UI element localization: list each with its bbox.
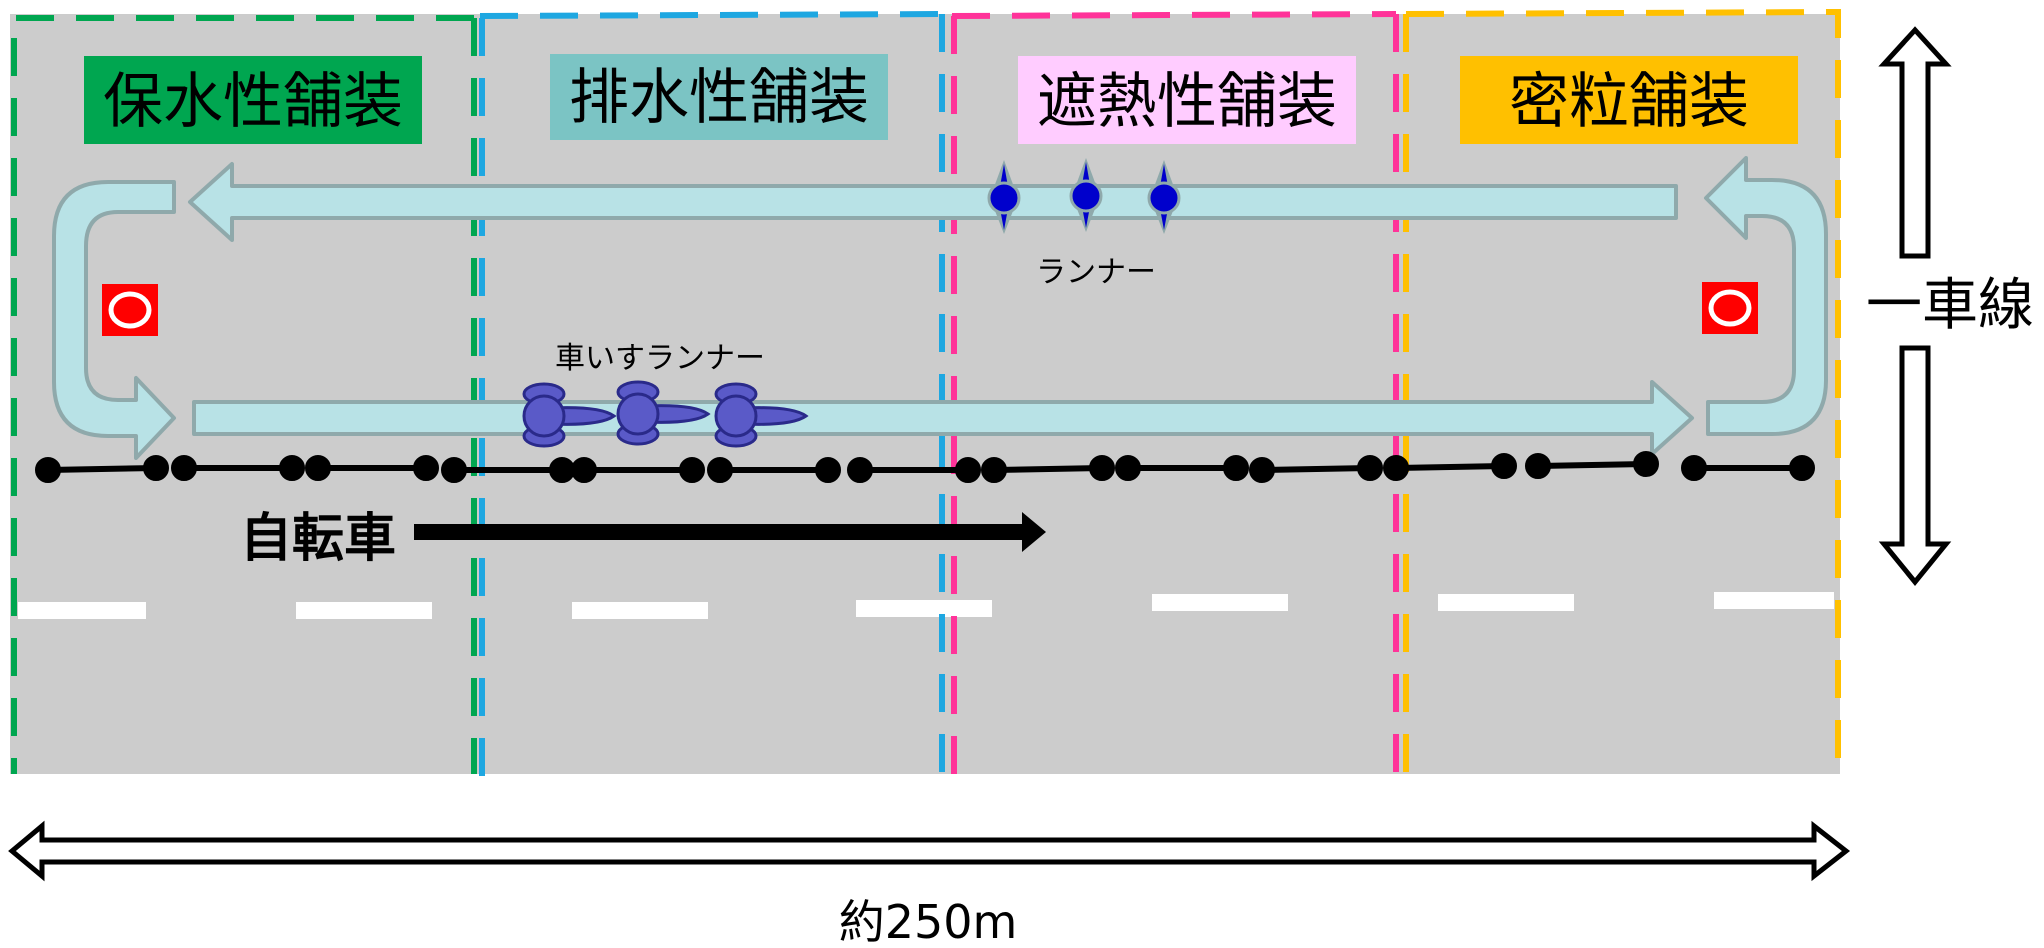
section-border-heat-shield-top [951,11,1397,19]
barrier-post [1491,453,1517,479]
lane-width-arrow-bottom [1878,345,1952,586]
barrier-post [35,457,61,483]
lane-dash [1152,594,1288,611]
section-borders [11,8,1841,776]
wheelchair-seat [522,394,566,438]
lane-width-arrow-top [1878,26,1952,259]
lane-dash [1438,594,1574,611]
barrier-post [1633,451,1659,477]
distance-label: 約250m [839,895,1018,948]
section-label: 排水性舗装 [569,63,869,133]
section-label-box [550,54,888,140]
barrier-post [441,457,467,483]
barrier-post [171,455,197,481]
barrier-line [35,451,1815,483]
barrier-post [143,455,169,481]
lane-dash [572,602,708,619]
barrier-post [815,457,841,483]
barrier-post [1089,455,1115,481]
barrier-segment [1261,465,1371,473]
barrier-post [1789,455,1815,481]
lane-width-label: 一車線 [1866,273,2034,338]
lane-dash [296,602,432,619]
flow-arrow-left [188,162,1678,242]
barrier-post [1115,455,1141,481]
turnaround-marker-left [102,284,158,336]
section-border-dense-grade [1405,8,1841,774]
barrier-post [707,457,733,483]
flow-arrows [52,156,1828,460]
bicycle-label: 自転車 [240,509,396,569]
barrier-post [679,457,705,483]
runner-icon [987,160,1021,234]
barrier-segment [1537,461,1647,469]
section-label-box [1018,56,1356,144]
wheelchair-icon [616,380,711,446]
barrier-post [1249,457,1275,483]
wheelchair-runner-label: 車いすランナー [555,341,765,376]
wheelchair-footrest [644,404,711,424]
wheelchair-icon [714,382,809,448]
barrier-post [305,455,331,481]
barrier-segment [47,465,157,473]
section-label-box [84,56,422,144]
lane-width-arrow [1878,26,1952,586]
runner-label: ランナー [1036,255,1156,290]
turnaround-marker-ring [108,291,152,329]
distance-arrow [8,820,1851,882]
runner-icon-body [1147,181,1181,215]
wheelchair-seat [616,392,660,436]
wheelchair-footrest [742,406,809,426]
section-label: 密粒舗装 [1509,67,1749,137]
wheelchair-runners [522,380,809,448]
barrier-post [571,457,597,483]
runner-icon-body [1069,179,1103,213]
barrier-post [1681,455,1707,481]
lane-dash [18,602,146,619]
barrier-post [1223,455,1249,481]
flow-uturn-left [52,180,176,460]
barrier-post [1383,455,1409,481]
wheelchair-seat [714,394,758,438]
section-border-water-retentive [11,15,474,774]
barrier-post [279,455,305,481]
wheelchair-icon [522,382,617,448]
flow-uturn-right [1704,156,1828,436]
flow-arrow-right [192,380,1694,456]
wheelchair-footrest [550,406,617,426]
barrier-post [413,455,439,481]
bicycle-arrow-head [1022,512,1046,552]
barrier-segment [1395,463,1505,471]
lane-dashes [18,592,1834,619]
barrier-post [1357,455,1383,481]
section-label-box [1460,56,1798,144]
turnaround-marker-ring [1708,289,1752,327]
lane-dash [856,600,992,617]
bicycle-direction-arrow [414,512,1046,552]
barrier-post [1525,453,1551,479]
section-border-drainage-top [479,11,945,19]
runner-icon [1147,160,1181,234]
runners [987,158,1181,234]
barrier-post [549,457,575,483]
section-label: 遮熱性舗装 [1037,67,1337,137]
runner-icon [1069,158,1103,232]
runner-icon-body [987,181,1021,215]
turnaround-marker-right [1702,282,1758,334]
barrier-post [847,457,873,483]
section-label: 保水性舗装 [103,67,403,137]
barrier-post [955,457,981,483]
barrier-post [981,457,1007,483]
lane-dash [1714,592,1834,609]
barrier-segment [993,465,1103,473]
bicycle-arrow-shaft [414,524,1034,540]
